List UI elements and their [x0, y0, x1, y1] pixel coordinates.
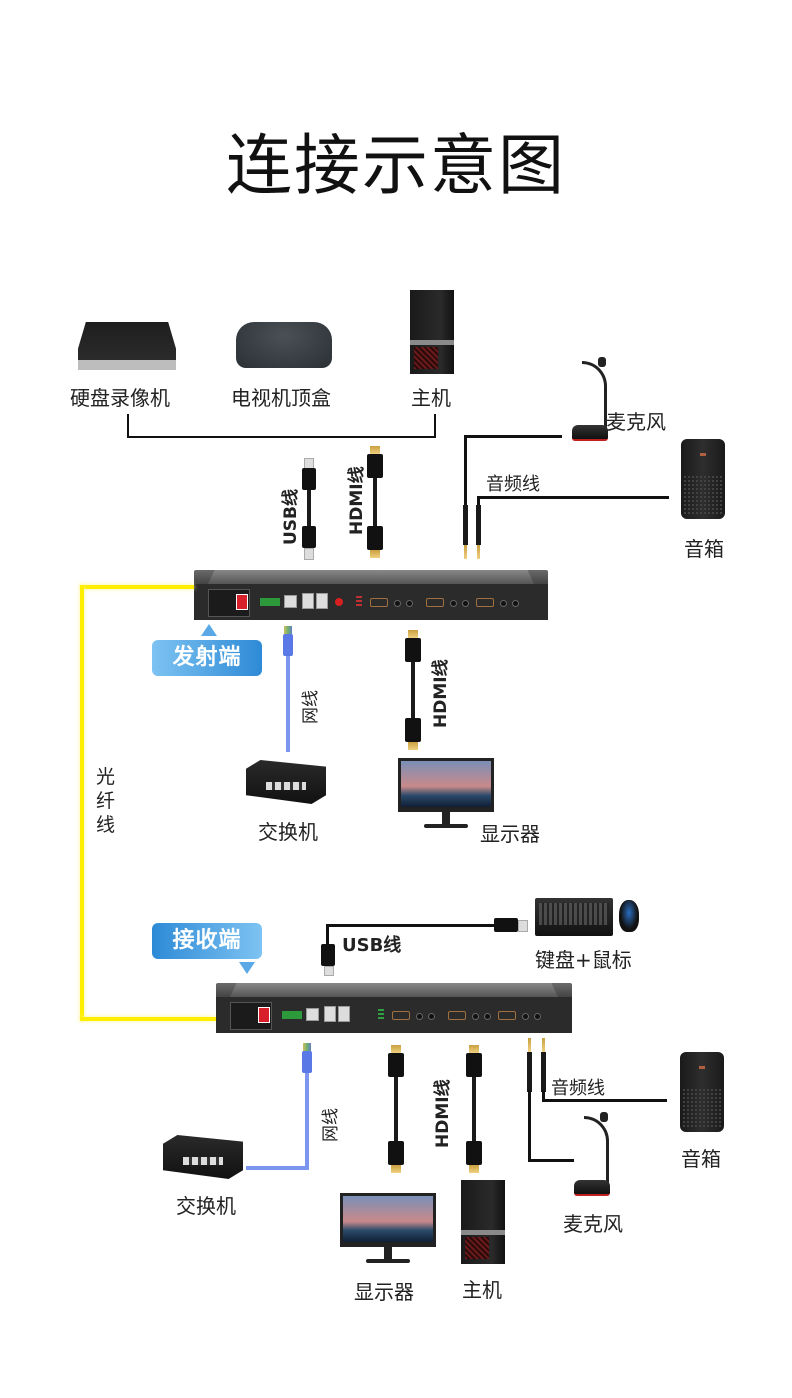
speaker-icon [681, 439, 725, 519]
fiber-label-char: 纤 [96, 790, 116, 812]
hdmi-cable-icon [388, 1045, 404, 1175]
usb-plug-tip [518, 920, 528, 932]
fiber-cable [80, 585, 194, 589]
usb-cable-icon [302, 458, 316, 560]
fiber-label-char: 光 [96, 766, 116, 788]
tx-mic-cable [464, 435, 562, 438]
keyboard-mouse-label: 键盘+鼠标 [535, 948, 632, 972]
hdmi-cable-icon [466, 1045, 482, 1175]
audio-jack-tip [464, 545, 467, 559]
pc-tower-device [461, 1180, 505, 1264]
microphone-icon [572, 1110, 612, 1200]
tx-network-cable [286, 656, 290, 752]
network-switch-icon [163, 1135, 243, 1179]
audio-jack-icon [541, 1052, 546, 1092]
fiber-label-char: 线 [96, 814, 116, 836]
audio-jack-tip [542, 1038, 545, 1052]
rx-pc-label: 主机 [462, 1278, 502, 1302]
page-title: 连接示意图 [226, 127, 566, 204]
network-plug-icon [302, 1043, 312, 1073]
rx-hdmi-cable-label: HDMI线 [433, 1079, 453, 1148]
audio-jack-icon [527, 1052, 532, 1092]
source-bracket-line [434, 414, 436, 438]
hdmi-cable-icon [405, 630, 421, 752]
transmitter-unit [194, 570, 548, 620]
tx-speaker-label: 音箱 [684, 537, 724, 561]
tx-monitor-label: 显示器 [480, 822, 540, 846]
transmitter-badge: 发射端 [152, 640, 262, 676]
tx-speaker-cable [477, 496, 480, 506]
mouse-icon [619, 900, 639, 932]
pc-host-label: 主机 [411, 386, 451, 410]
set-top-box-device [236, 322, 332, 368]
rx-audio-cable-label: 音频线 [551, 1078, 605, 1099]
audio-jack-tip [528, 1038, 531, 1052]
rx-speaker-cable [542, 1099, 667, 1102]
tx-hdmi-out-cable-label: HDMI线 [431, 659, 451, 728]
audio-jack-tip [477, 545, 480, 559]
fiber-cable [80, 585, 84, 1021]
badge-pointer-icon [239, 962, 255, 974]
rx-speaker-label: 音箱 [681, 1147, 721, 1171]
nvr-device [78, 322, 176, 370]
rx-usb-cable [326, 924, 496, 927]
network-plug-icon [283, 626, 293, 656]
rx-network-cable-label: 网线 [321, 1108, 341, 1142]
audio-jack-icon [476, 505, 481, 545]
usb-plug-icon [321, 944, 335, 966]
rx-network-cable [246, 1166, 309, 1170]
usb-plug-tip [324, 966, 334, 976]
rx-monitor-label: 显示器 [354, 1280, 414, 1304]
receiver-unit [216, 983, 572, 1033]
rx-network-cable [305, 1073, 309, 1170]
microphone-icon [570, 355, 610, 445]
source-bracket-line [127, 414, 129, 438]
set-top-box-label: 电视机顶盒 [231, 386, 331, 410]
rx-usb-cable [326, 924, 329, 946]
rx-microphone-label: 麦克风 [563, 1212, 623, 1236]
monitor-icon [340, 1193, 436, 1267]
tx-speaker-cable [477, 496, 669, 499]
audio-jack-icon [463, 505, 468, 545]
tx-mic-cable [464, 435, 467, 505]
rx-switch-label: 交换机 [176, 1194, 236, 1218]
rx-speaker-cable [542, 1090, 545, 1102]
tx-audio-cable-label: 音频线 [486, 474, 540, 495]
hdmi-cable-icon [367, 446, 383, 560]
speaker-icon [680, 1052, 724, 1132]
keyboard-icon [535, 898, 613, 936]
source-bracket-line [127, 436, 436, 438]
badge-pointer-icon [201, 624, 217, 636]
fiber-cable [80, 1017, 216, 1021]
rx-mic-cable [528, 1159, 574, 1162]
monitor-icon [398, 758, 494, 832]
tx-usb-cable-label: USB线 [281, 488, 301, 545]
tx-switch-label: 交换机 [258, 820, 318, 844]
pc-tower-device [410, 290, 454, 374]
nvr-label: 硬盘录像机 [70, 386, 170, 410]
usb-plug-icon [494, 918, 518, 932]
tx-microphone-label: 麦克风 [606, 410, 666, 434]
rx-usb-cable-label: USB线 [342, 935, 402, 956]
network-switch-icon [246, 760, 326, 804]
tx-hdmi-in-cable-label: HDMI线 [347, 466, 367, 535]
tx-network-cable-label: 网线 [301, 690, 321, 724]
receiver-badge: 接收端 [152, 923, 262, 959]
fiber-label: 光 纤 线 [96, 765, 116, 837]
rx-mic-cable [528, 1090, 531, 1162]
